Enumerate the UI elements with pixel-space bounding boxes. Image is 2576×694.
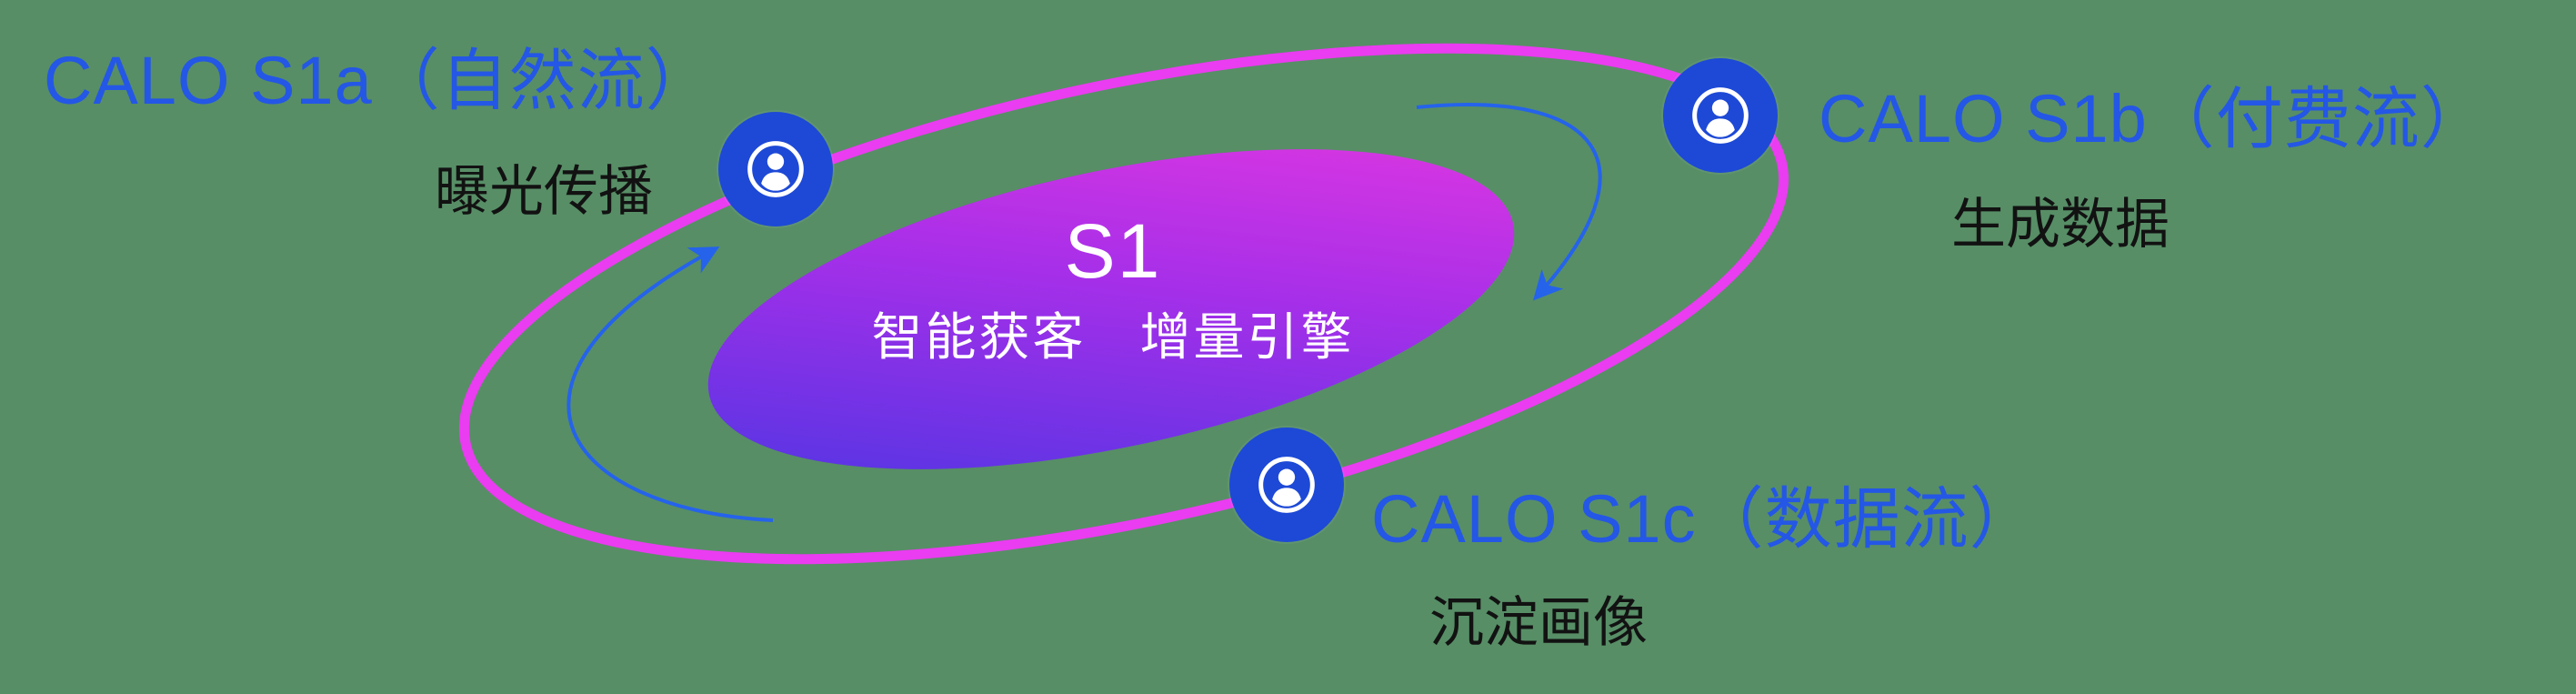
- node-s1c: [1229, 427, 1344, 542]
- user-icon: [747, 141, 804, 197]
- user-icon: [1258, 457, 1315, 513]
- core-subtitle: 智能获客 增量引擎: [871, 308, 1355, 366]
- label-s1a-subtitle: 曝光传播: [435, 161, 653, 222]
- label-s1b-title: CALO S1b（付费流）: [1819, 81, 2489, 156]
- label-s1c-subtitle: 沉淀画像: [1429, 592, 1648, 653]
- label-s1b-subtitle: 生成数据: [1951, 194, 2170, 255]
- node-s1b: [1663, 58, 1778, 173]
- flow-arrow-left: [566, 246, 774, 522]
- node-s1a: [718, 112, 833, 226]
- core-title: S1: [1064, 208, 1162, 294]
- user-icon: [1692, 87, 1749, 144]
- orbit-ring: [458, 43, 1789, 565]
- label-s1a-title: CALO S1a（自然流）: [44, 43, 714, 118]
- core-ellipse: [707, 149, 1515, 469]
- label-s1c-title: CALO S1c（数据流）: [1371, 481, 2038, 557]
- flow-arrow-right: [1416, 103, 1602, 301]
